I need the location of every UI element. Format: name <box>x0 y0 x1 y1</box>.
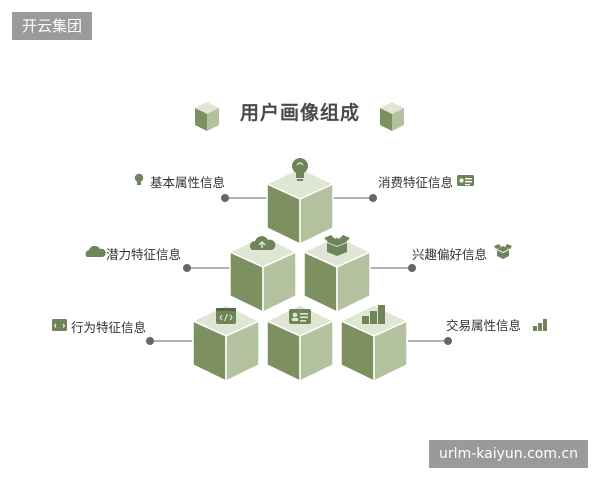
id-card-icon <box>289 309 311 324</box>
connector-behavior <box>146 337 193 345</box>
label-cloud-icon <box>85 245 106 257</box>
label-code-window-icon <box>52 319 67 331</box>
diagram-title: 用户画像组成 <box>239 102 360 124</box>
lightbulb-icon <box>292 158 308 181</box>
label-potential: 潜力特征信息 <box>106 247 182 262</box>
label-consumption: 消费特征信息 <box>378 175 454 190</box>
connector-basic <box>221 194 268 202</box>
label-transaction: 交易属性信息 <box>446 318 522 333</box>
code-window-icon <box>216 308 236 324</box>
connector-interest <box>370 264 416 272</box>
connector-transaction <box>407 337 452 345</box>
label-interest: 兴趣偏好信息 <box>412 247 488 262</box>
title-cube-left <box>195 102 219 131</box>
connector-potential <box>183 264 230 272</box>
title-cube-right <box>380 102 404 131</box>
label-box-icon <box>494 244 512 259</box>
label-behavior: 行为特征信息 <box>71 320 147 335</box>
box-icon <box>324 235 350 256</box>
brand-badge: 开云集团 <box>12 12 93 40</box>
connector-consumption <box>332 194 377 202</box>
label-lightbulb-icon <box>134 173 144 185</box>
cube-middle-left <box>228 235 298 314</box>
watermark: urlm-kaiyun.com.cn <box>429 440 588 468</box>
cube-top <box>265 167 335 246</box>
label-basic-attributes: 基本属性信息 <box>150 175 226 190</box>
cloud-icon <box>250 236 276 250</box>
bar-steps-icon <box>362 305 385 324</box>
label-id-card-icon <box>457 175 474 186</box>
label-bar-steps-icon <box>533 319 547 331</box>
